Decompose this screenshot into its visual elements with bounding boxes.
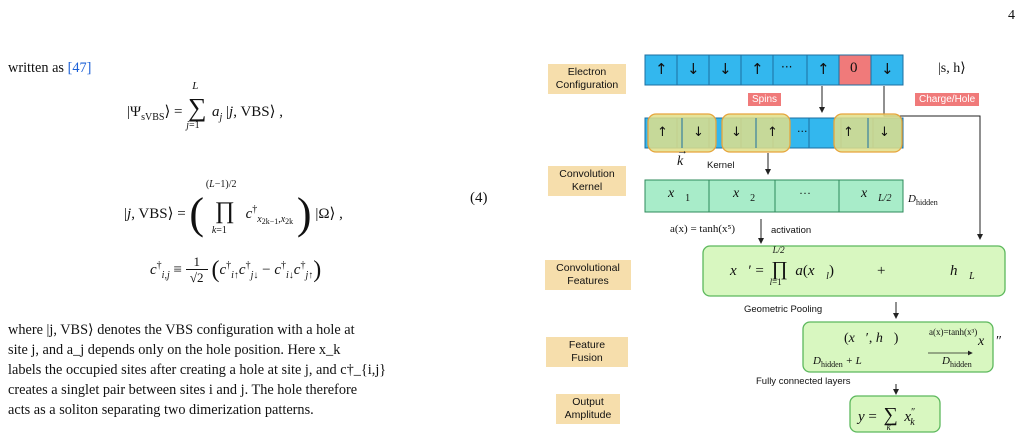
spin-down-icon: ↓ xyxy=(881,60,894,78)
para-line: creates a singlet pair between sites i a… xyxy=(8,382,358,398)
state-label: |s, h⟩ xyxy=(938,61,966,76)
para-line: site j, and a_j depends only on the hole… xyxy=(8,342,341,358)
intro-line: written as [47] xyxy=(8,58,91,78)
label-output-amplitude: Output Amplitude xyxy=(556,394,620,424)
para-line: labels the occupied sites after creating… xyxy=(8,362,387,378)
fusion-box xyxy=(802,321,994,373)
para-line: acts as a soliton separating two dimeriz… xyxy=(8,402,314,418)
label-conv-features: Convolutional Features xyxy=(545,260,631,290)
spin-down-icon: ↓ xyxy=(879,125,890,140)
conv-features-formula: x⃗′ = L/2 ∏ l=1 a(x⃗l) xyxy=(730,245,834,287)
spin-down-icon: ↓ xyxy=(693,125,704,140)
label-conv-kernel: Convolution Kernel xyxy=(548,166,626,196)
citation-link[interactable]: [47] xyxy=(67,60,92,76)
feature-ellipsis: ··· xyxy=(799,186,811,200)
output-formula: y = ∑ k x″k xyxy=(858,404,916,432)
hole-arrow xyxy=(883,86,983,240)
kernel-vector: →k xyxy=(677,145,688,169)
spin-down-icon: ↓ xyxy=(731,125,742,140)
output-box xyxy=(849,395,941,433)
spin-up-icon: ↑ xyxy=(843,125,854,140)
equation-line-1: |ΨsVBS⟩ = L ∑ j=1 aj |j, VBS⟩ , xyxy=(127,80,283,131)
d-hidden: Dhidden xyxy=(908,193,938,207)
conv-features-box xyxy=(702,245,1006,297)
activation-formula: a(x) = tanh(x⁵) xyxy=(670,223,736,235)
kernel-row xyxy=(644,113,904,153)
equation-line-2: |j, VBS⟩ = ( (L−1)/2 ∏ k=1 c†x2k−1,x2k )… xyxy=(124,179,343,238)
spin-up-icon: ↑ xyxy=(751,60,764,78)
fusion-output: x⃗″ xyxy=(978,334,1001,349)
activation-text: activation xyxy=(771,225,812,236)
label-electron-config: Electron Configuration xyxy=(548,64,626,94)
intro-text: written as xyxy=(8,60,64,76)
fusion-activation: a(x)=tanh(x³) xyxy=(929,327,978,337)
spins-tag: Spins xyxy=(748,93,782,106)
page-number: 4 xyxy=(1008,8,1015,23)
feature-xL2: x⃗L/2 xyxy=(861,186,892,204)
hole-cell: 0 xyxy=(850,60,858,76)
feature-x1: x⃗1 xyxy=(668,186,691,204)
spin-up-icon: ↑ xyxy=(817,60,830,78)
spin-down-icon: ↓ xyxy=(687,60,700,78)
kernel-text: Kernel xyxy=(707,160,735,171)
plus-sign: + xyxy=(877,263,886,279)
spin-down-icon: ↓ xyxy=(719,60,732,78)
fusion-dim-in: Dhidden + L xyxy=(813,355,862,369)
charge-hole-tag: Charge/Hole xyxy=(915,93,980,106)
equation-number: (4) xyxy=(470,190,488,206)
spin-up-icon: ↑ xyxy=(767,125,778,140)
label-feature-fusion: Feature Fusion xyxy=(546,337,628,367)
ellipsis: ··· xyxy=(781,60,793,74)
feature-row xyxy=(644,179,904,213)
spin-row xyxy=(644,54,904,86)
feature-x2: x⃗2 xyxy=(733,186,756,204)
spin-up-icon: ↑ xyxy=(655,60,668,78)
para-line: where |j, VBS⟩ denotes the VBS configura… xyxy=(8,322,355,338)
spin-up-icon: ↑ xyxy=(657,125,668,140)
fusion-dim-out: Dhidden xyxy=(942,355,972,369)
fc-layers-text: Fully connected layers xyxy=(756,376,851,387)
ellipsis: ··· xyxy=(797,125,808,138)
fusion-input: (x⃗′, h⃗) xyxy=(844,331,899,346)
geometric-pooling-text: Geometric Pooling xyxy=(744,304,823,315)
hidden-h: h⃗L xyxy=(950,263,975,282)
paragraph: where |j, VBS⟩ denotes the VBS configura… xyxy=(8,320,500,420)
equation-line-3: c†i,j ≡ 1 √2 (c†i↑c†j↓ − c†i↓c†j↑) xyxy=(150,254,322,286)
